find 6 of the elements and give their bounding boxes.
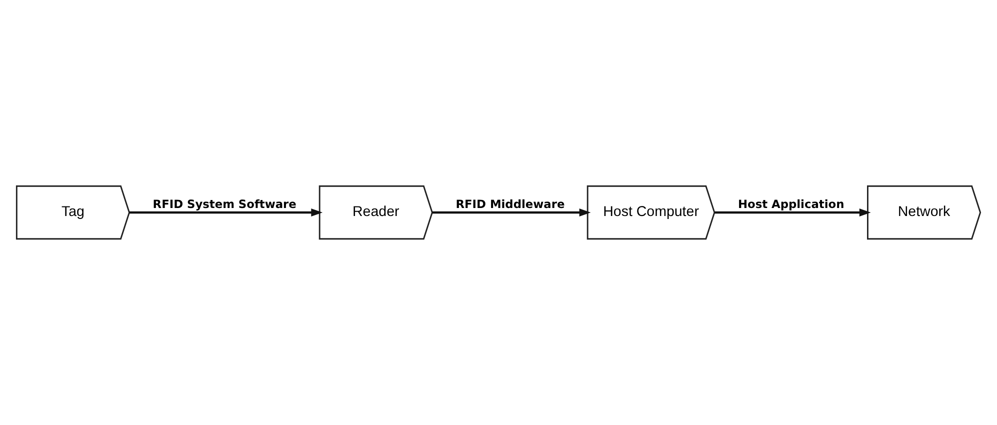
arrow bbox=[714, 208, 871, 216]
edge-label: RFID Middleware bbox=[456, 197, 565, 212]
arrow bbox=[129, 208, 323, 216]
arrow bbox=[432, 208, 591, 216]
edge-label: RFID System Software bbox=[152, 197, 296, 212]
edge-label: Host Application bbox=[738, 197, 844, 212]
